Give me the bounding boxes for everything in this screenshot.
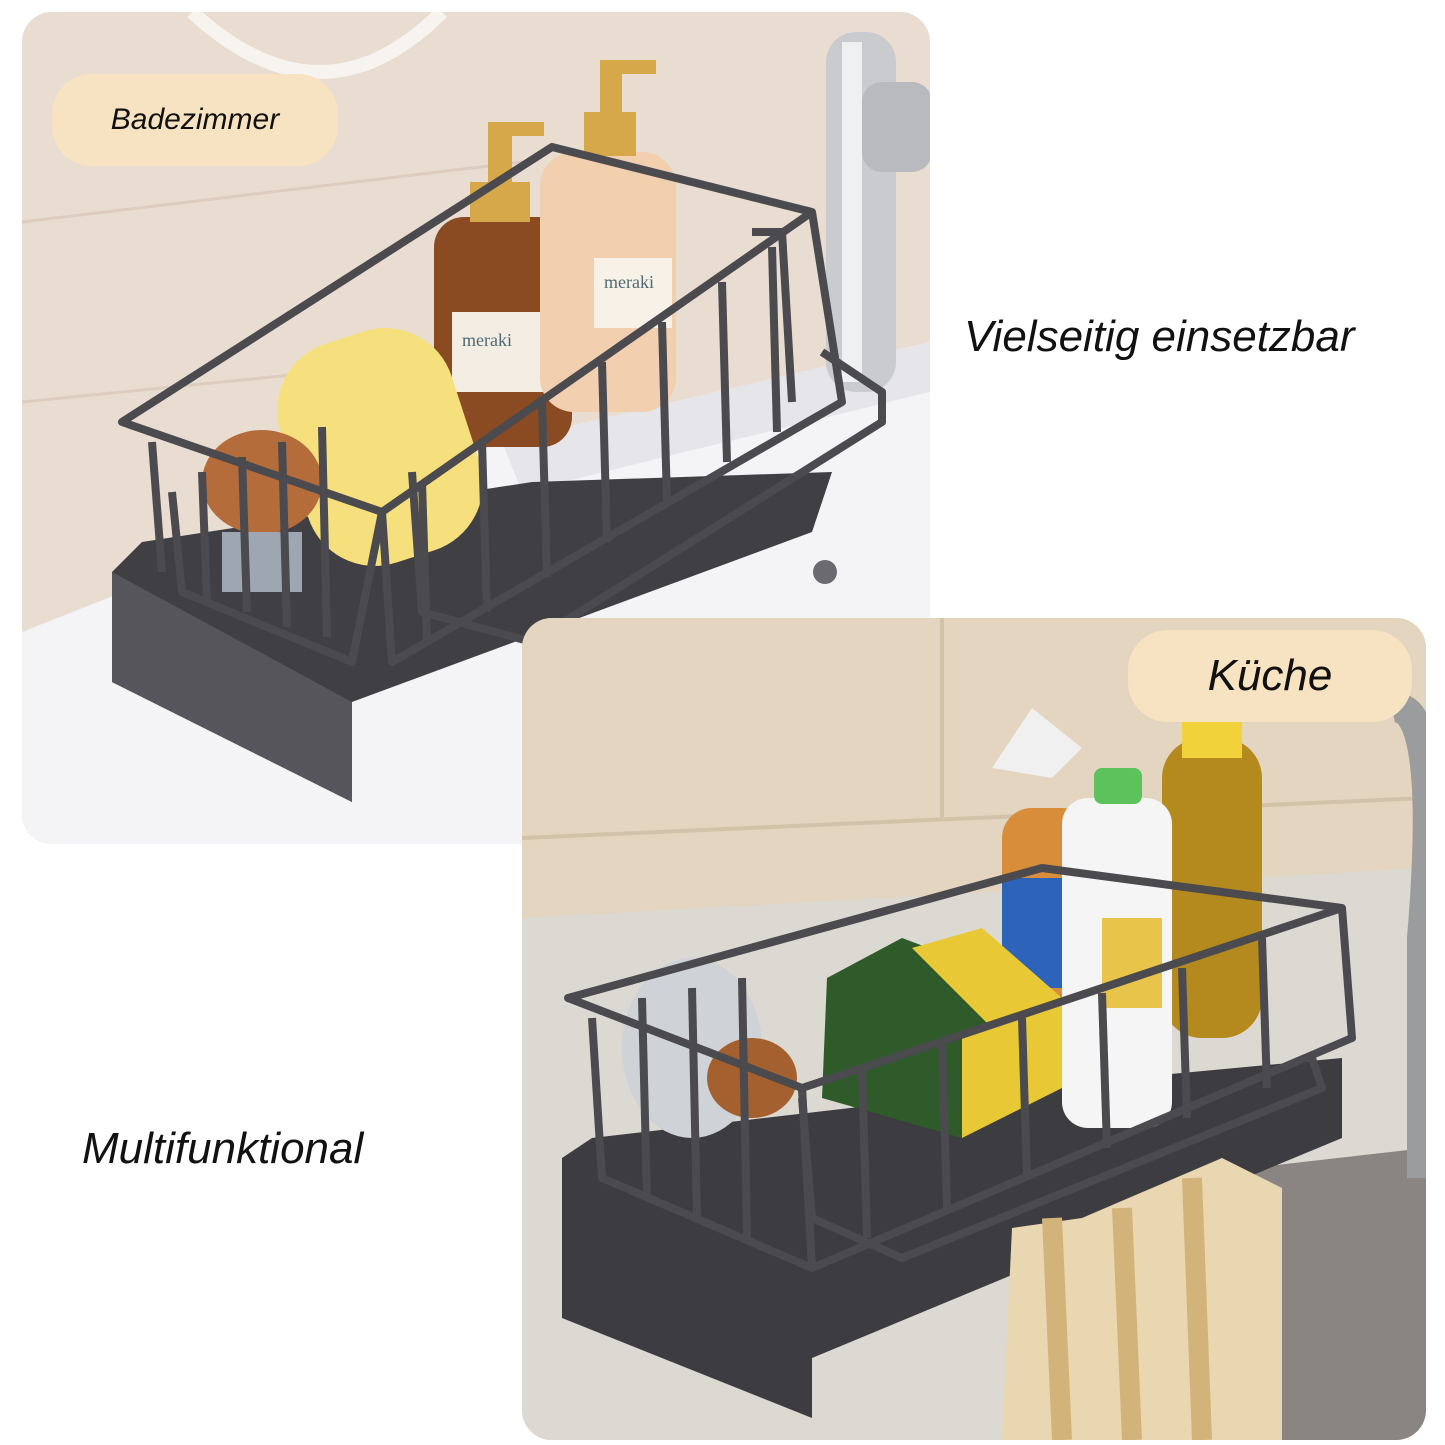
- kitchen-scene: [522, 618, 1426, 1440]
- caption-versatile: Vielseitig einsetzbar: [964, 312, 1355, 361]
- kitchen-photo-panel: Küche: [522, 618, 1426, 1440]
- caption-multifunctional: Multifunktional: [82, 1124, 364, 1173]
- kitchen-wire-rack: [564, 864, 1356, 1272]
- mirror-frame: [187, 12, 447, 79]
- soap-bar: [277, 328, 483, 566]
- kitchen-label-pill: Küche: [1128, 630, 1412, 722]
- bottle-label-1: meraki: [462, 330, 512, 350]
- kitchen-faucet: [1389, 692, 1426, 1178]
- bottle-label-2: meraki: [604, 272, 654, 292]
- overflow-drain: [813, 560, 837, 584]
- bathroom-label: Badezimmer: [110, 103, 280, 136]
- kitchen-label: Küche: [1207, 651, 1333, 700]
- checkered-towel: [1002, 1158, 1282, 1440]
- wire-rack: [118, 143, 886, 666]
- bathroom-label-pill: Badezimmer: [52, 74, 338, 166]
